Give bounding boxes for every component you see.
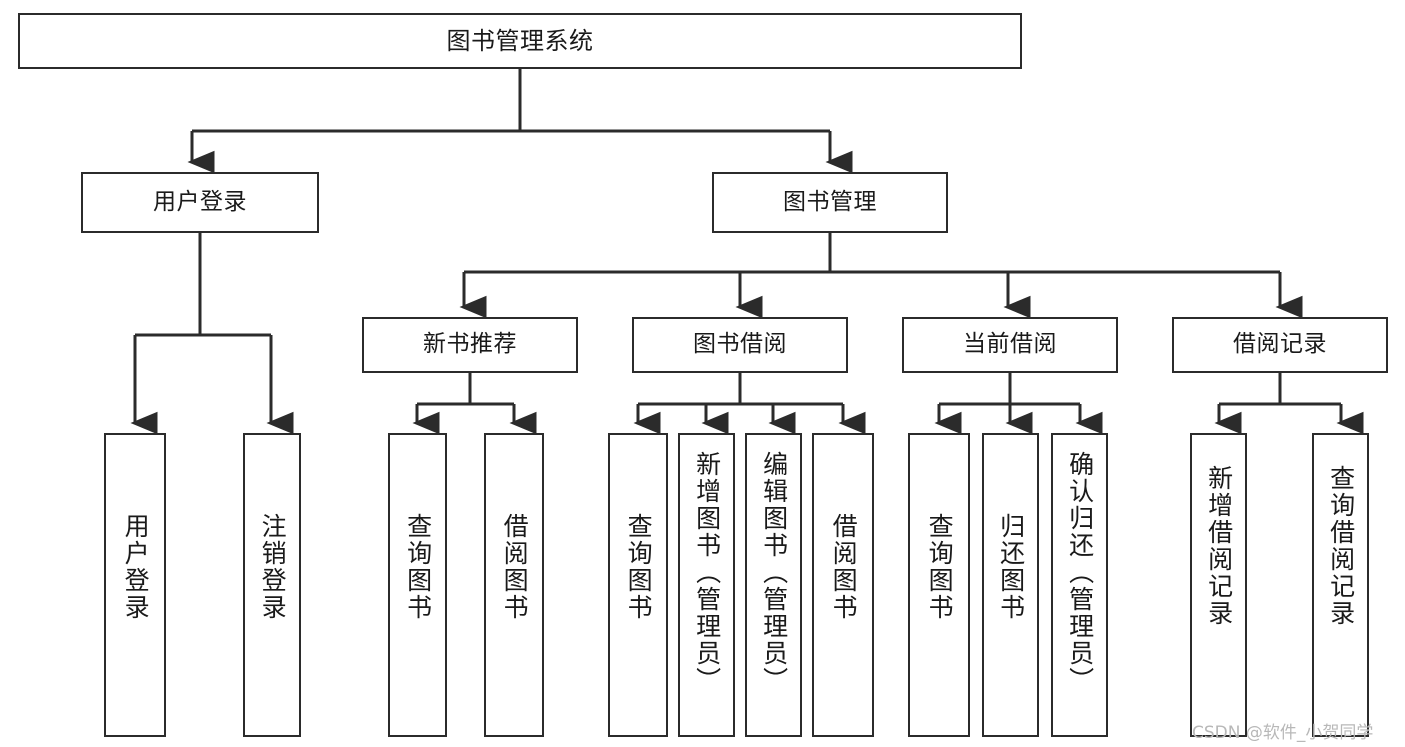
- node-label: 新书推荐: [423, 331, 517, 358]
- node-current-borrow[interactable]: 当前借阅: [902, 317, 1118, 373]
- node-leaf-borrow-book-1[interactable]: 借阅图书: [484, 433, 544, 737]
- node-leaf-query-book-1[interactable]: 查询图书: [388, 433, 447, 737]
- node-user-login[interactable]: 用户登录: [81, 172, 319, 233]
- node-label: 注销登录: [258, 513, 288, 621]
- node-leaf-edit-book-admin[interactable]: 编辑图书（管理员）: [745, 433, 802, 737]
- node-borrow-record[interactable]: 借阅记录: [1172, 317, 1388, 373]
- node-label: 确认归还（管理员）: [1065, 451, 1095, 694]
- node-leaf-borrow-book-2[interactable]: 借阅图书: [812, 433, 874, 737]
- node-leaf-query-book-3[interactable]: 查询图书: [908, 433, 970, 737]
- node-leaf-user-login[interactable]: 用户登录: [104, 433, 166, 737]
- node-book-management-system[interactable]: 图书管理系统: [18, 13, 1022, 69]
- node-label: 图书借阅: [693, 331, 787, 358]
- node-label: 归还图书: [996, 513, 1026, 621]
- node-label: 查询图书: [925, 513, 955, 621]
- node-label: 借阅记录: [1233, 331, 1327, 358]
- node-label: 借阅图书: [500, 513, 530, 621]
- node-label: 新增图书（管理员）: [692, 451, 722, 694]
- node-label: 用户登录: [121, 513, 151, 621]
- node-book-borrow[interactable]: 图书借阅: [632, 317, 848, 373]
- node-label: 图书管理: [783, 188, 877, 215]
- node-label: 查询图书: [624, 513, 654, 621]
- node-label: 编辑图书（管理员）: [759, 451, 789, 694]
- node-label: 图书管理系统: [446, 26, 594, 55]
- node-book-management[interactable]: 图书管理: [712, 172, 948, 233]
- node-label: 用户登录: [153, 188, 247, 215]
- node-leaf-add-borrow-record[interactable]: 新增借阅记录: [1190, 433, 1247, 737]
- node-leaf-return-book[interactable]: 归还图书: [982, 433, 1039, 737]
- node-leaf-add-book-admin[interactable]: 新增图书（管理员）: [678, 433, 735, 737]
- node-label: 当前借阅: [963, 331, 1057, 358]
- node-new-book-recommend[interactable]: 新书推荐: [362, 317, 578, 373]
- node-leaf-query-book-2[interactable]: 查询图书: [608, 433, 668, 737]
- node-label: 新增借阅记录: [1204, 465, 1234, 627]
- node-label: 查询借阅记录: [1326, 465, 1356, 627]
- node-leaf-logout[interactable]: 注销登录: [243, 433, 301, 737]
- node-label: 借阅图书: [829, 513, 859, 621]
- node-label: 查询图书: [403, 513, 433, 621]
- node-leaf-query-borrow-record[interactable]: 查询借阅记录: [1312, 433, 1369, 737]
- node-leaf-confirm-return-admin[interactable]: 确认归还（管理员）: [1051, 433, 1108, 737]
